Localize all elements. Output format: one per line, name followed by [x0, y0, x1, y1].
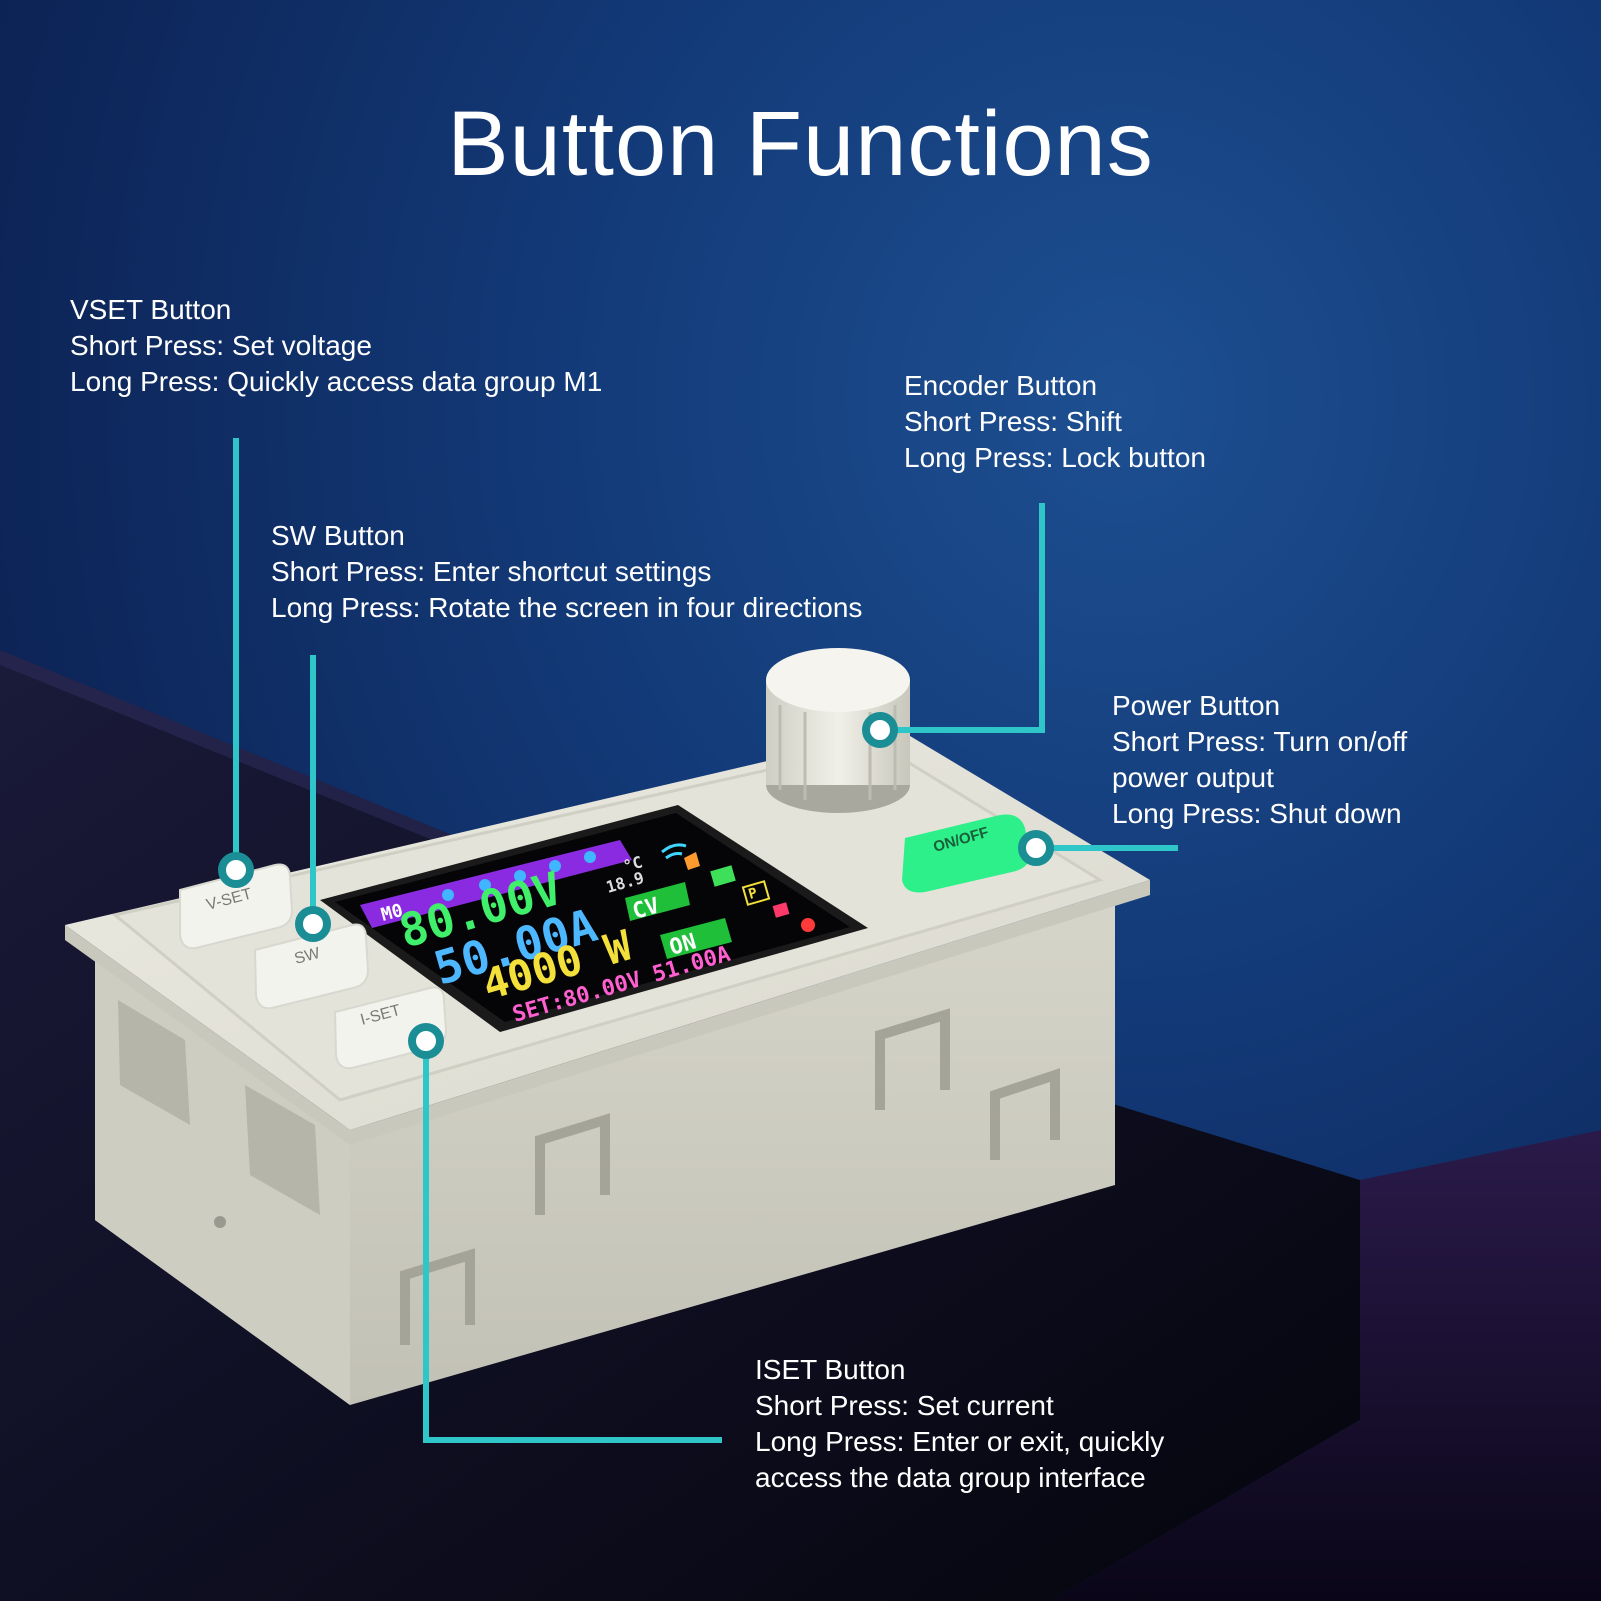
screen — [335, 813, 850, 1022]
screen-dots — [442, 851, 596, 901]
sw-button-shape — [253, 923, 370, 1010]
page-title: Button Functions — [447, 93, 1154, 195]
sw-callout-line: Short Press: Enter shortcut settings — [271, 556, 712, 587]
encoder-leader — [880, 503, 1045, 733]
storage-icon — [710, 865, 736, 887]
encoder-callout-heading: Encoder Button — [904, 370, 1098, 401]
encoder-callout-line: Short Press: Shift — [904, 406, 1122, 437]
lock-icon — [772, 902, 790, 918]
leader-lines — [233, 438, 1178, 1443]
power-button-shape — [902, 814, 1030, 893]
clip-left-2 — [245, 1085, 320, 1215]
vset-callout: VSET Button Short Press: Set voltage Lon… — [70, 292, 602, 400]
power-callout: Power Button Short Press: Turn on/off po… — [1112, 688, 1407, 832]
iset-callout-line: Long Press: Enter or exit, quickly — [755, 1426, 1165, 1457]
table-front — [1050, 1130, 1601, 1601]
screen-group-bar — [360, 840, 632, 928]
iset-callout-line: Short Press: Set current — [755, 1390, 1054, 1421]
vset-callout-line: Long Press: Quickly access data group M1 — [70, 366, 603, 397]
sw-callout-heading: SW Button — [271, 520, 405, 551]
sw-button-label: SW — [293, 945, 323, 968]
alarm-icon — [801, 918, 815, 932]
leader-dots — [218, 712, 1054, 1059]
vset-callout-heading: VSET Button — [70, 294, 232, 325]
speaker-icon — [684, 852, 700, 870]
iset-leader — [423, 1041, 722, 1443]
vset-callout-line: Short Press: Set voltage — [70, 330, 372, 361]
clip-front-1 — [400, 1008, 1060, 1345]
iset-callout-line: access the data group interface — [755, 1462, 1146, 1493]
wifi-icon — [661, 843, 687, 860]
clip-left-1 — [118, 1000, 190, 1125]
screen-mode-badge — [625, 882, 690, 921]
power-callout-line: Short Press: Turn on/off — [1112, 726, 1408, 757]
screen-temp-unit: °C — [621, 852, 645, 876]
encoder-callout: Encoder Button Short Press: Shift Long P… — [904, 368, 1206, 476]
sw-callout: SW Button Short Press: Enter shortcut se… — [271, 518, 862, 626]
protect-icon-box — [741, 880, 771, 906]
screen-output-badge — [660, 918, 732, 959]
vset-button-shape — [179, 863, 294, 950]
screw-hole — [214, 1216, 226, 1228]
iset-callout-heading: ISET Button — [755, 1354, 906, 1385]
power-callout-line: Long Press: Shut down — [1112, 798, 1402, 829]
encoder-callout-line: Long Press: Lock button — [904, 442, 1206, 473]
power-callout-line: power output — [1112, 762, 1274, 793]
iset-callout: ISET Button Short Press: Set current Lon… — [755, 1352, 1164, 1496]
power-callout-heading: Power Button — [1112, 690, 1281, 721]
sw-callout-line: Long Press: Rotate the screen in four di… — [271, 592, 863, 623]
